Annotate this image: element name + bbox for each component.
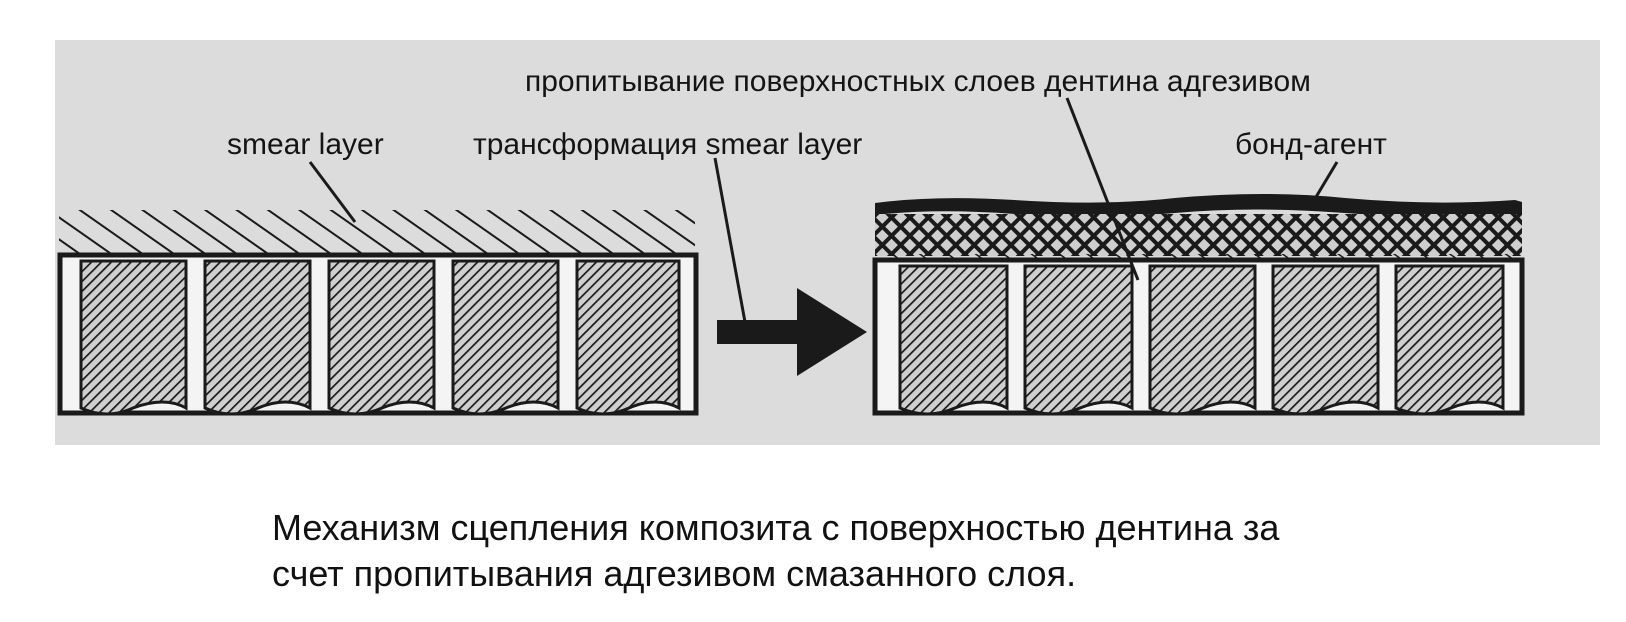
right-panel-treated-dentin	[872, 194, 1525, 416]
dentin-block	[1271, 264, 1380, 416]
smear-layer	[59, 210, 695, 255]
label-smear-layer: smear layer	[227, 128, 384, 161]
leader-impregnation	[1065, 97, 1140, 281]
dentin-block	[327, 259, 436, 416]
intertubular-dentin-blocks	[898, 264, 1505, 416]
dentin-block	[79, 259, 188, 416]
leader-lines	[308, 97, 1339, 323]
caption-line-1: Механизм сцепления композита с поверхнос…	[272, 507, 1280, 548]
label-transformation: трансформация smear layer	[473, 128, 863, 161]
dentin-block	[451, 259, 560, 416]
intertubular-dentin-blocks	[79, 259, 681, 416]
caption-line-2: счет пропитывания адгезивом смазанного с…	[272, 553, 1077, 594]
label-impregnation: пропитывание поверхностных слоев дентина…	[525, 65, 1311, 98]
dentin-block	[1148, 264, 1257, 416]
hybrid-layer	[875, 214, 1522, 256]
dentin-block	[898, 264, 1009, 416]
dentin-block	[1394, 264, 1505, 416]
right-arrow-icon	[717, 288, 867, 376]
dentin-diagram-figure: smear layer трансформация smear layer пр…	[55, 40, 1600, 445]
dentin-block	[575, 259, 681, 416]
left-panel-untreated-dentin	[57, 210, 699, 416]
dentin-bonding-diagram	[57, 97, 1525, 416]
dentin-block	[203, 259, 312, 416]
leader-transformation	[713, 157, 747, 323]
leader-smear-layer	[308, 161, 357, 223]
dentin-block	[1023, 264, 1134, 416]
bond-agent-layer	[875, 194, 1522, 218]
figure-caption: Механизм сцепления композита с поверхнос…	[272, 505, 1279, 597]
label-bond-agent: бонд-агент	[1235, 128, 1387, 161]
leader-bond-agent	[1311, 161, 1339, 203]
